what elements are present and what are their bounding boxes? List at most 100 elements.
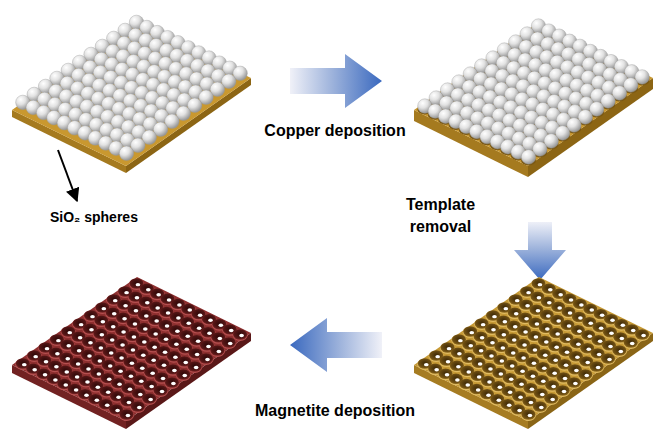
pore-opening — [96, 385, 101, 388]
pore-opening — [565, 351, 570, 354]
pore-opening — [584, 374, 589, 377]
pore-opening — [587, 335, 592, 338]
pore-opening — [135, 296, 140, 299]
pore-opening — [144, 314, 149, 317]
process-arrow — [514, 222, 566, 280]
pore-opening — [465, 383, 470, 386]
pore-opening — [132, 335, 137, 338]
pore — [533, 401, 547, 411]
pore-opening — [145, 301, 150, 304]
pore-opening — [228, 342, 233, 345]
slab-top — [12, 277, 251, 421]
pore-rim — [623, 338, 638, 349]
pore-opening — [515, 299, 520, 302]
pore-opening — [124, 291, 129, 294]
pore-opening — [141, 353, 146, 356]
pore-opening — [101, 320, 106, 323]
pore-opening — [131, 348, 136, 351]
pore — [131, 401, 145, 411]
pore-rim — [521, 410, 536, 421]
pore-rim — [142, 394, 157, 405]
pore-opening — [89, 328, 94, 331]
silica-sphere — [119, 146, 133, 160]
pore-opening — [467, 357, 472, 360]
slab-side — [12, 110, 126, 173]
pore-opening — [434, 368, 439, 371]
pore-opening — [76, 362, 81, 365]
pore — [188, 361, 202, 371]
pore-opening — [137, 406, 142, 409]
pore-opening — [491, 328, 496, 331]
pore-opening — [501, 346, 506, 349]
pore-opening — [53, 378, 58, 381]
pore-opening — [630, 342, 635, 345]
pore-opening — [447, 347, 452, 350]
pore-opening — [522, 343, 527, 346]
pore-opening — [552, 372, 557, 375]
pore-opening — [599, 327, 604, 330]
pore — [567, 377, 581, 387]
pore-opening — [498, 385, 503, 388]
pore-opening — [548, 288, 553, 291]
pore-opening — [33, 355, 38, 358]
pore — [556, 385, 570, 395]
pore-rim — [221, 338, 236, 349]
pore — [142, 393, 156, 403]
pore-opening — [424, 363, 429, 366]
pore — [612, 345, 626, 355]
pore-opening — [512, 338, 517, 341]
pore-opening — [514, 312, 519, 315]
pore — [199, 353, 213, 363]
pore-opening — [477, 375, 482, 378]
pore-opening — [543, 353, 548, 356]
pore-opening — [529, 401, 534, 404]
pore-opening — [554, 345, 559, 348]
pore-opening — [562, 390, 567, 393]
pore-opening — [207, 332, 212, 335]
red-slab — [12, 277, 251, 429]
pore-opening — [550, 398, 555, 401]
pore-opening — [85, 380, 90, 383]
pore-rim — [187, 362, 202, 373]
pore-rim — [119, 410, 134, 421]
pore-opening — [229, 329, 234, 332]
pore-opening — [556, 319, 561, 322]
pore-opening — [182, 374, 187, 377]
pore-opening — [97, 372, 102, 375]
pore-opening — [631, 329, 636, 332]
process-arrow — [290, 54, 382, 108]
pore-opening — [574, 369, 579, 372]
pore — [624, 337, 638, 347]
pore-opening — [87, 354, 92, 357]
pore-opening — [621, 324, 626, 327]
pore-opening — [518, 396, 523, 399]
pore-opening — [217, 350, 222, 353]
pore-opening — [530, 388, 535, 391]
pore — [176, 369, 190, 379]
pore-opening — [567, 324, 572, 327]
pore-opening — [148, 398, 153, 401]
pore-rim — [544, 394, 559, 405]
pore-opening — [197, 327, 202, 330]
pore-opening — [589, 308, 594, 311]
pore-opening — [503, 320, 508, 323]
pore-opening — [43, 373, 48, 376]
pore-opening — [173, 356, 178, 359]
pore-opening — [119, 356, 124, 359]
pore-opening — [106, 391, 111, 394]
pore-opening — [517, 409, 522, 412]
pore-opening — [510, 364, 515, 367]
pore-opening — [88, 341, 93, 344]
pore-opening — [586, 348, 591, 351]
part-label: SiO₂ spheres — [50, 208, 180, 228]
pore-opening — [528, 414, 533, 417]
pore-opening — [154, 319, 159, 322]
pore-opening — [566, 337, 571, 340]
pore-opening — [171, 382, 176, 385]
pore-opening — [466, 370, 471, 373]
pore-opening — [79, 323, 84, 326]
pore-opening — [129, 375, 134, 378]
pore-opening — [534, 335, 539, 338]
pore-opening — [551, 385, 556, 388]
pore-opening — [555, 332, 560, 335]
